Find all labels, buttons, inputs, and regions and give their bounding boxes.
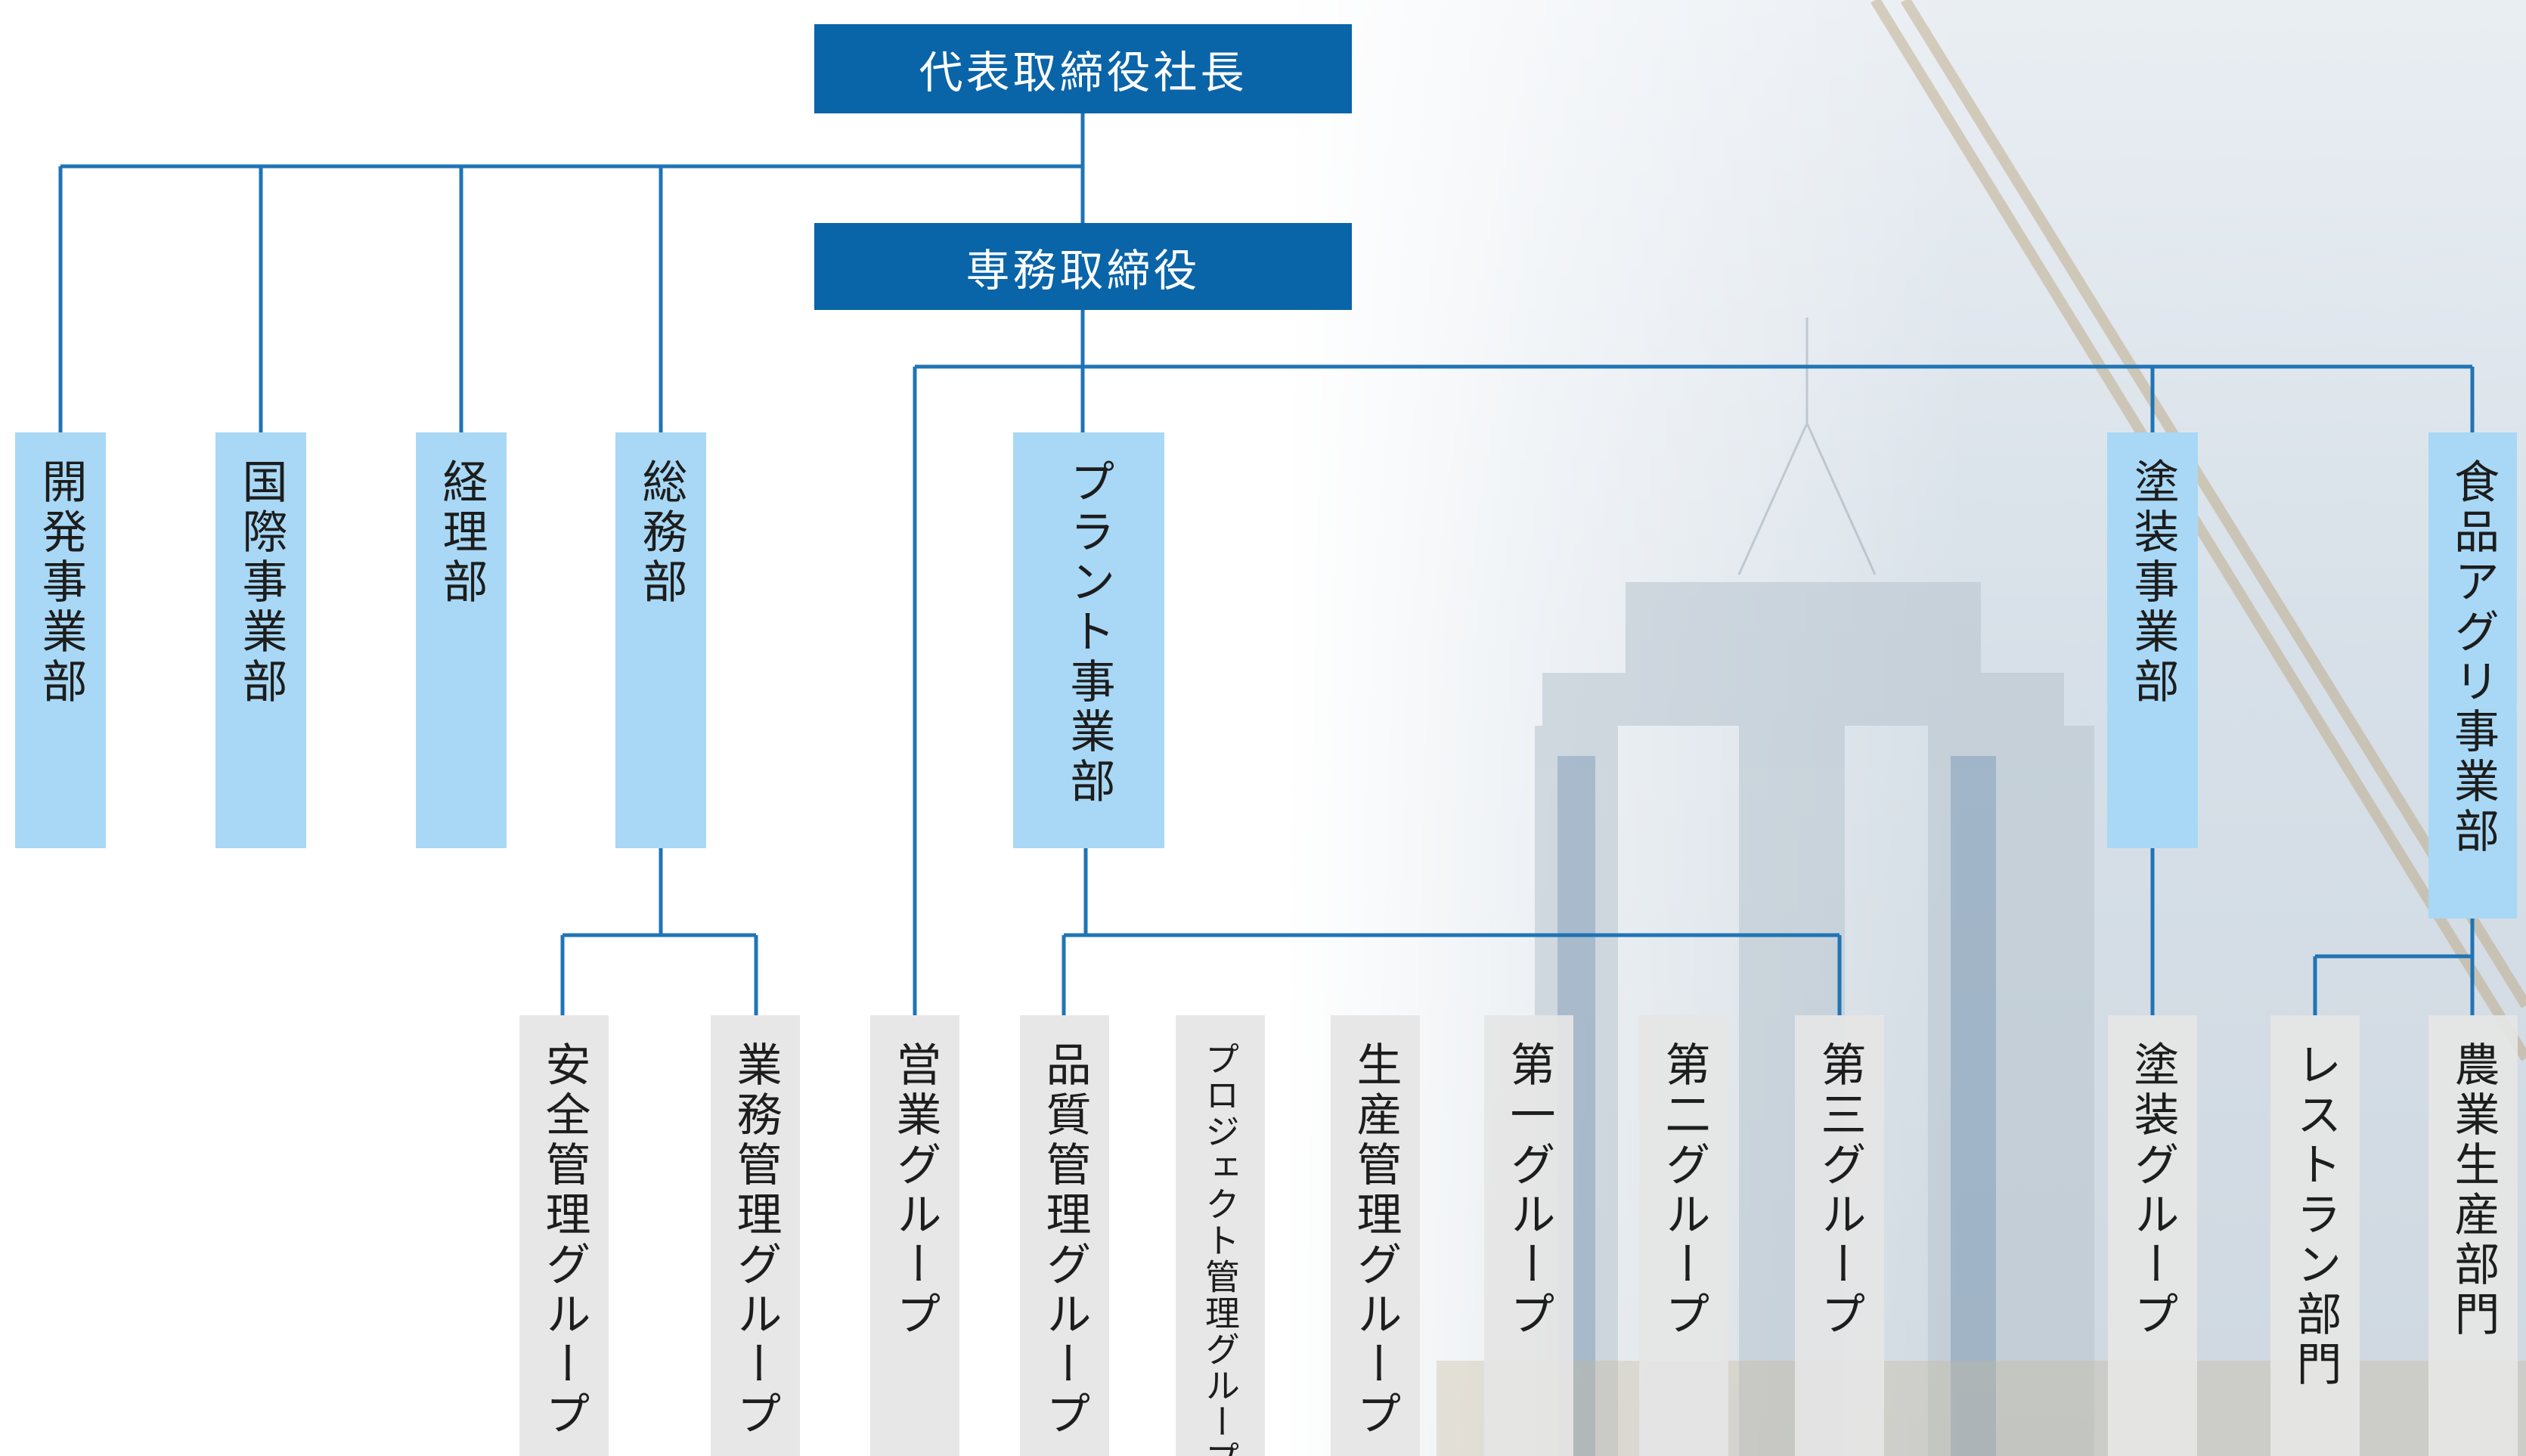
dept-painting-label: 塗装事業部 [2126, 458, 2179, 708]
group-painting: 塗装グループ [2108, 1015, 2197, 1456]
group-safety-management-label: 安全管理グループ [538, 1041, 590, 1440]
group-production-management-label: 生産管理グループ [1349, 1041, 1402, 1440]
group-quality-control-label: 品質管理グループ [1038, 1041, 1091, 1440]
president-label: 代表取締役社長 [919, 47, 1248, 98]
dept-general-affairs-label: 総務部 [634, 458, 687, 608]
group-painting-label: 塗装グループ [2126, 1041, 2179, 1340]
dept-painting: 塗装事業部 [2107, 432, 2198, 848]
group-restaurant: レストラン部門 [2270, 1015, 2360, 1456]
group-agricultural-production-label: 農業生産部門 [2447, 1041, 2500, 1340]
group-sales: 営業グループ [870, 1015, 959, 1456]
group-restaurant-label: レストラン部門 [2289, 1041, 2342, 1390]
group-quality-control: 品質管理グループ [1020, 1015, 1109, 1456]
dept-accounting: 経理部 [416, 432, 507, 848]
group-production-management: 生産管理グループ [1331, 1015, 1420, 1456]
group-third: 第三グループ [1795, 1015, 1884, 1456]
group-first: 第一グループ [1484, 1015, 1573, 1456]
dept-plant: プラント事業部 [1013, 432, 1164, 848]
group-business-management: 業務管理グループ [711, 1015, 800, 1456]
dept-food-agri: 食品アグリ事業部 [2428, 432, 2517, 919]
dept-development: 開発事業部 [15, 432, 106, 848]
group-project-management-label: プロジェクト管理グループ [1200, 1041, 1241, 1456]
dept-plant-label: プラント事業部 [1062, 458, 1115, 807]
group-agricultural-production: 農業生産部門 [2428, 1015, 2518, 1456]
dept-international: 国際事業部 [215, 432, 306, 848]
president-box: 代表取締役社長 [814, 24, 1352, 113]
group-safety-management: 安全管理グループ [519, 1015, 609, 1456]
group-third-label: 第三グループ [1813, 1041, 1866, 1340]
dept-international-label: 国際事業部 [234, 458, 287, 708]
group-second: 第二グループ [1639, 1015, 1728, 1456]
dept-food-agri-label: 食品アグリ事業部 [2446, 458, 2500, 857]
group-project-management: プロジェクト管理グループ [1176, 1015, 1265, 1456]
senior-director-box: 専務取締役 [814, 223, 1352, 310]
group-sales-label: 営業グループ [888, 1041, 941, 1340]
group-second-label: 第二グループ [1657, 1041, 1710, 1340]
dept-general-affairs: 総務部 [615, 432, 706, 848]
senior-director-label: 専務取締役 [965, 244, 1201, 296]
group-business-management-label: 業務管理グループ [729, 1041, 782, 1440]
dept-accounting-label: 経理部 [435, 458, 488, 608]
dept-development-label: 開発事業部 [34, 458, 87, 708]
group-first-label: 第一グループ [1502, 1041, 1555, 1340]
